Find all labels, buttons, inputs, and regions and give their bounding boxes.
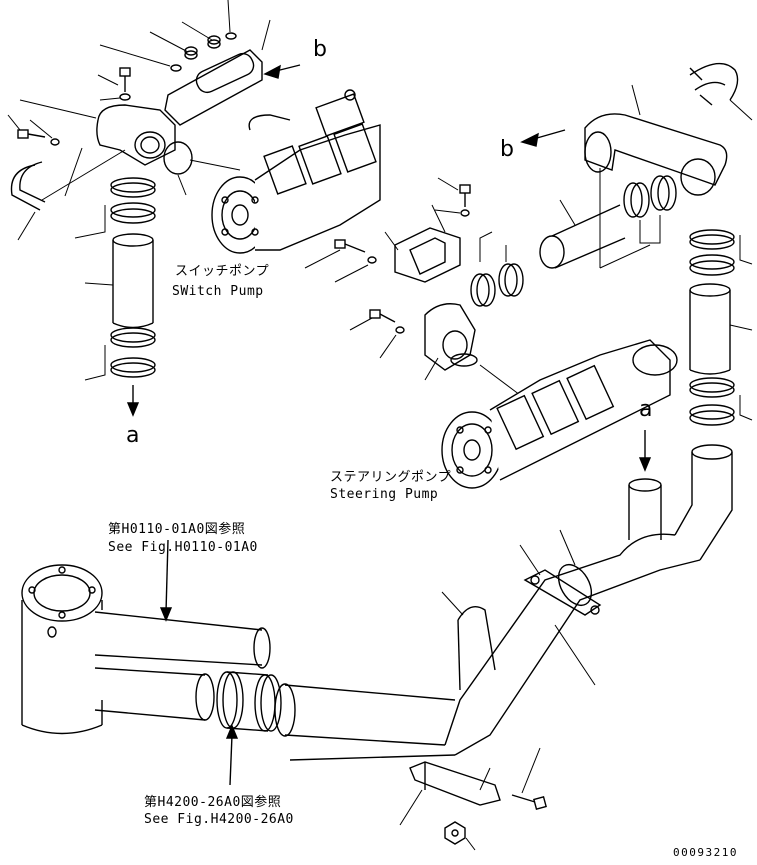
hose-clamps-right-column-bottom [689,377,735,426]
bolt-small-top [459,184,471,217]
mount-foot [409,761,501,806]
marker-a-left: a [126,423,140,448]
elbow-housing-left [96,104,176,166]
hose-coupling-clamp [216,671,282,732]
u-bolt-left [10,161,46,211]
hose-clamps-left-top [110,177,156,224]
bolt-foot [511,794,547,810]
reference-bottom-en: See Fig.H4200-26A0 [144,812,294,827]
hose-clamps-left-bottom [110,327,156,378]
elbow-housing-steering [424,303,476,371]
drawing-number: 00093210 [673,846,738,859]
hose-left [112,233,154,329]
reference-top-en: See Fig.H0110-01A0 [108,540,258,555]
switch-pump-label-en: SWitch Pump [172,284,264,299]
reference-bottom-jp: 第H4200-26A0図参照 [144,795,282,810]
steering-pump-label-en: Steering Pump [330,487,439,502]
hydraulic-tank-port [21,564,271,735]
bolt-lower [369,309,405,334]
bolt-left [17,129,60,146]
u-bolt-right [689,62,739,106]
reference-top-jp: 第H0110-01A0図参照 [108,522,246,537]
o-ring-steering [450,353,478,367]
u-bolt-lower [457,606,496,691]
marker-b-top: b [313,37,328,62]
hose-right-column [689,283,731,375]
hose-clamps-steering [470,263,524,307]
marker-b-mid: b [500,137,515,162]
switch-pump [211,89,381,254]
mount-block [394,227,461,283]
hose-clamps-right-column-top [689,229,735,276]
nut-set-top [170,32,237,72]
hose-right-horizontal [539,204,626,269]
steering-pump [441,339,678,489]
hose-clamps-right-top [623,175,677,218]
pipe-elbow-right [584,113,728,196]
bolt-mid [334,239,377,264]
switch-pump-label-jp: スイッチポンプ [175,264,270,279]
steering-pump-label-jp: ステアリングポンプ [330,470,452,485]
marker-a-right: a [639,397,653,422]
bolt-top [119,67,131,101]
nut-foot [444,821,466,845]
o-ring-left [163,141,193,175]
bracket-plate [164,49,263,126]
